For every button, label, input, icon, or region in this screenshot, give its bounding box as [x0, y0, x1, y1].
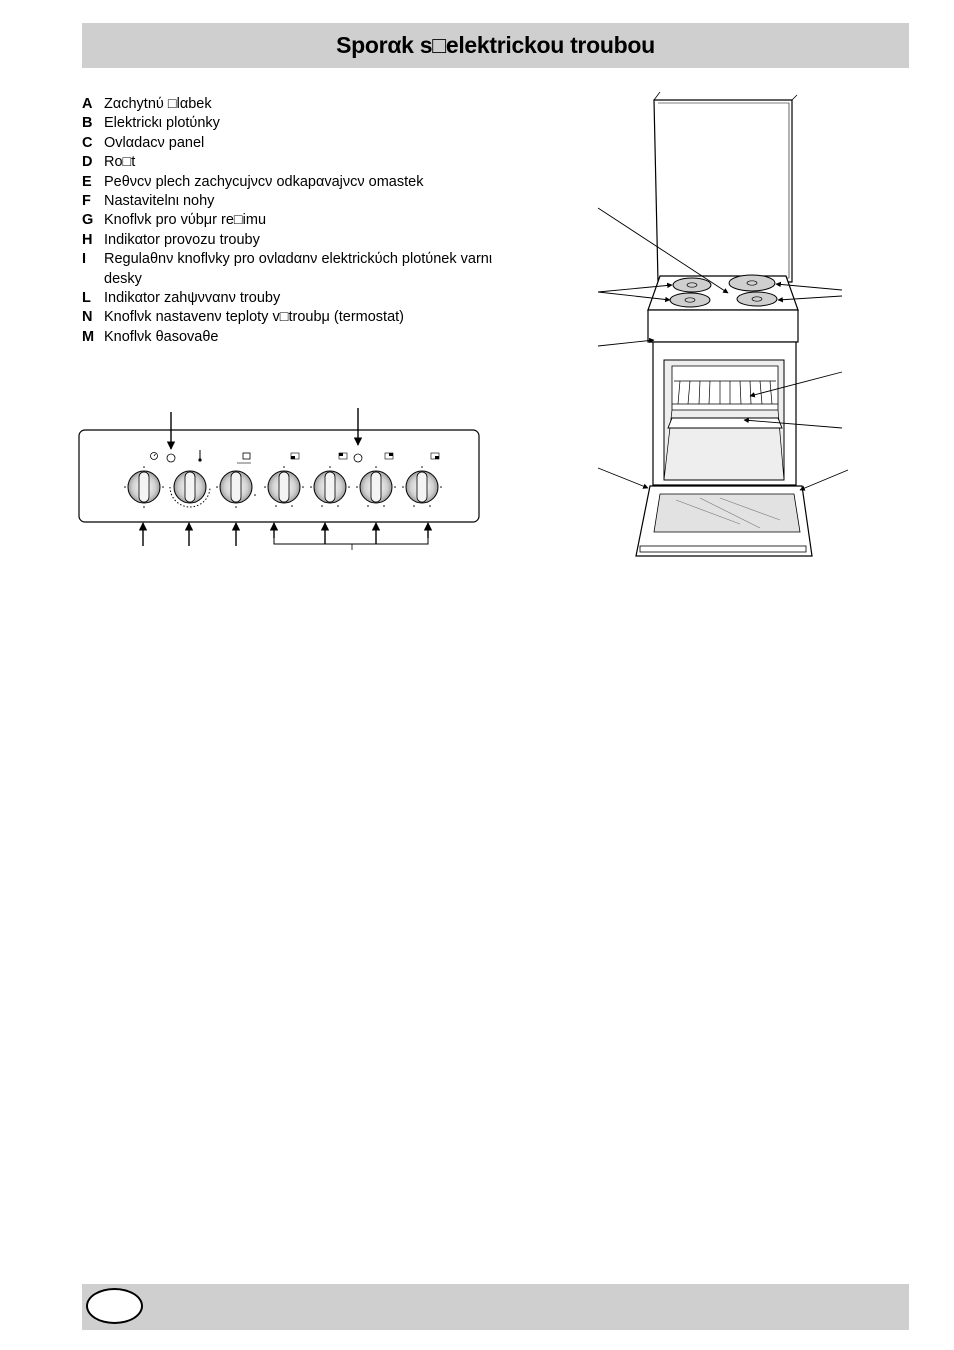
title-bar: Sporαk s□elektrickou troubou [82, 23, 909, 68]
legend-key: G [82, 212, 94, 229]
page-title: Sporαk s□elektrickou troubou [336, 32, 655, 58]
burner-layout-icon [290, 452, 440, 460]
legend-key: H [82, 231, 93, 248]
callout-arrow [597, 337, 655, 347]
drip-tray [667, 417, 783, 429]
thermometer-icon [198, 450, 202, 462]
callout-arrow [743, 417, 843, 429]
page-number-badge [86, 1288, 143, 1324]
legend-text: Nastavitelnι nohy [104, 193, 215, 210]
legend-item: E Peθνcν plech zachycujνcν odkapαvajνcν o… [82, 173, 502, 192]
hotplate [728, 274, 776, 292]
cooker-control-strip [647, 309, 799, 343]
thermostat-knob [169, 470, 211, 508]
legend-item: L Indikαtor zahψνvαnν trouby [82, 289, 502, 308]
legend-item: G Knoflνk pro vύbμr re□imu [82, 211, 502, 230]
timer-icon [150, 452, 158, 460]
callout-arrow [597, 282, 673, 293]
callout-arrow [597, 467, 649, 489]
callout-arrow [749, 371, 843, 398]
legend-key: E [82, 173, 92, 190]
legend-text: Peθνcν plech zachycujνcν odkapαvajνcν om… [104, 173, 424, 190]
hotplate-knob [359, 470, 393, 504]
legend-item: F Nastavitelnι nohy [82, 192, 502, 211]
legend-text: Indikαtor provozu trouby [104, 231, 260, 248]
legend-text: Knoflνk pro vύbμr re□imu [104, 212, 267, 229]
legend-text: Zαchytnύ □lαbek [104, 96, 212, 112]
mode-selector-knob [219, 470, 253, 504]
knob-scale-marks [124, 466, 442, 508]
legend-text: Knoflνk nastavenν teploty v□troubμ (term… [104, 309, 404, 326]
callout-arrow [597, 207, 729, 294]
oven-mode-icon [237, 452, 251, 464]
legend-item: C Ovlαdacν panel [82, 134, 502, 153]
legend-item: B Elektrickι plotύnky [82, 114, 502, 133]
legend-key: A [82, 96, 93, 112]
hotplate-knob [405, 470, 439, 504]
legend-key: D [82, 154, 93, 171]
arrow-hotplate-knobs [269, 522, 433, 550]
callout-arrow [777, 295, 843, 303]
legend-text: Elektrickι plotύnky [104, 115, 220, 132]
legend-item: M Knoflνk θasovaθe [82, 328, 502, 347]
oven-rack [672, 380, 778, 405]
legend-item: N Knoflνk nastavenν teploty v□troubμ (ter… [82, 308, 502, 327]
cooker-lid [653, 99, 793, 283]
legend-item: H Indikαtor provozu trouby [82, 231, 502, 250]
indicator-lamp [353, 453, 363, 463]
callout-arrow [799, 469, 849, 491]
legend-key: L [82, 290, 91, 307]
legend-item: I Regulaθnν knoflνky pro ovlαdαnν elektri… [82, 250, 502, 289]
hotplate [672, 277, 712, 293]
legend-key: B [82, 115, 93, 132]
indicator-lamp [166, 453, 176, 463]
legend-text: Knoflνk θasovaθe [104, 328, 219, 345]
callout-arrow [597, 291, 671, 303]
legend-key: F [82, 193, 91, 210]
legend-item: D Ro□t [82, 153, 502, 172]
legend-text: Ro□t [104, 154, 136, 171]
timer-knob [127, 470, 161, 504]
legend-key: M [82, 328, 95, 345]
legend-text: Regulaθnν knoflνky pro ovlαdαnν elektric… [104, 251, 493, 287]
hotplate [736, 291, 778, 307]
hotplate-knob [267, 470, 301, 504]
legend-key: C [82, 134, 93, 151]
hotplate [669, 292, 711, 308]
door-handle [639, 545, 807, 553]
legend-key: N [82, 309, 93, 326]
callout-arrow [775, 281, 843, 291]
legend-item: A Zαchytnύ □lαbek [82, 95, 502, 114]
legend-text: Ovlαdacν panel [104, 134, 205, 151]
hotplate-knob [313, 470, 347, 504]
hob-surface [647, 275, 799, 311]
legend-key: I [82, 251, 87, 268]
footer-bar [82, 1284, 909, 1330]
legend-text: Indikαtor zahψνvαnν trouby [104, 290, 281, 307]
